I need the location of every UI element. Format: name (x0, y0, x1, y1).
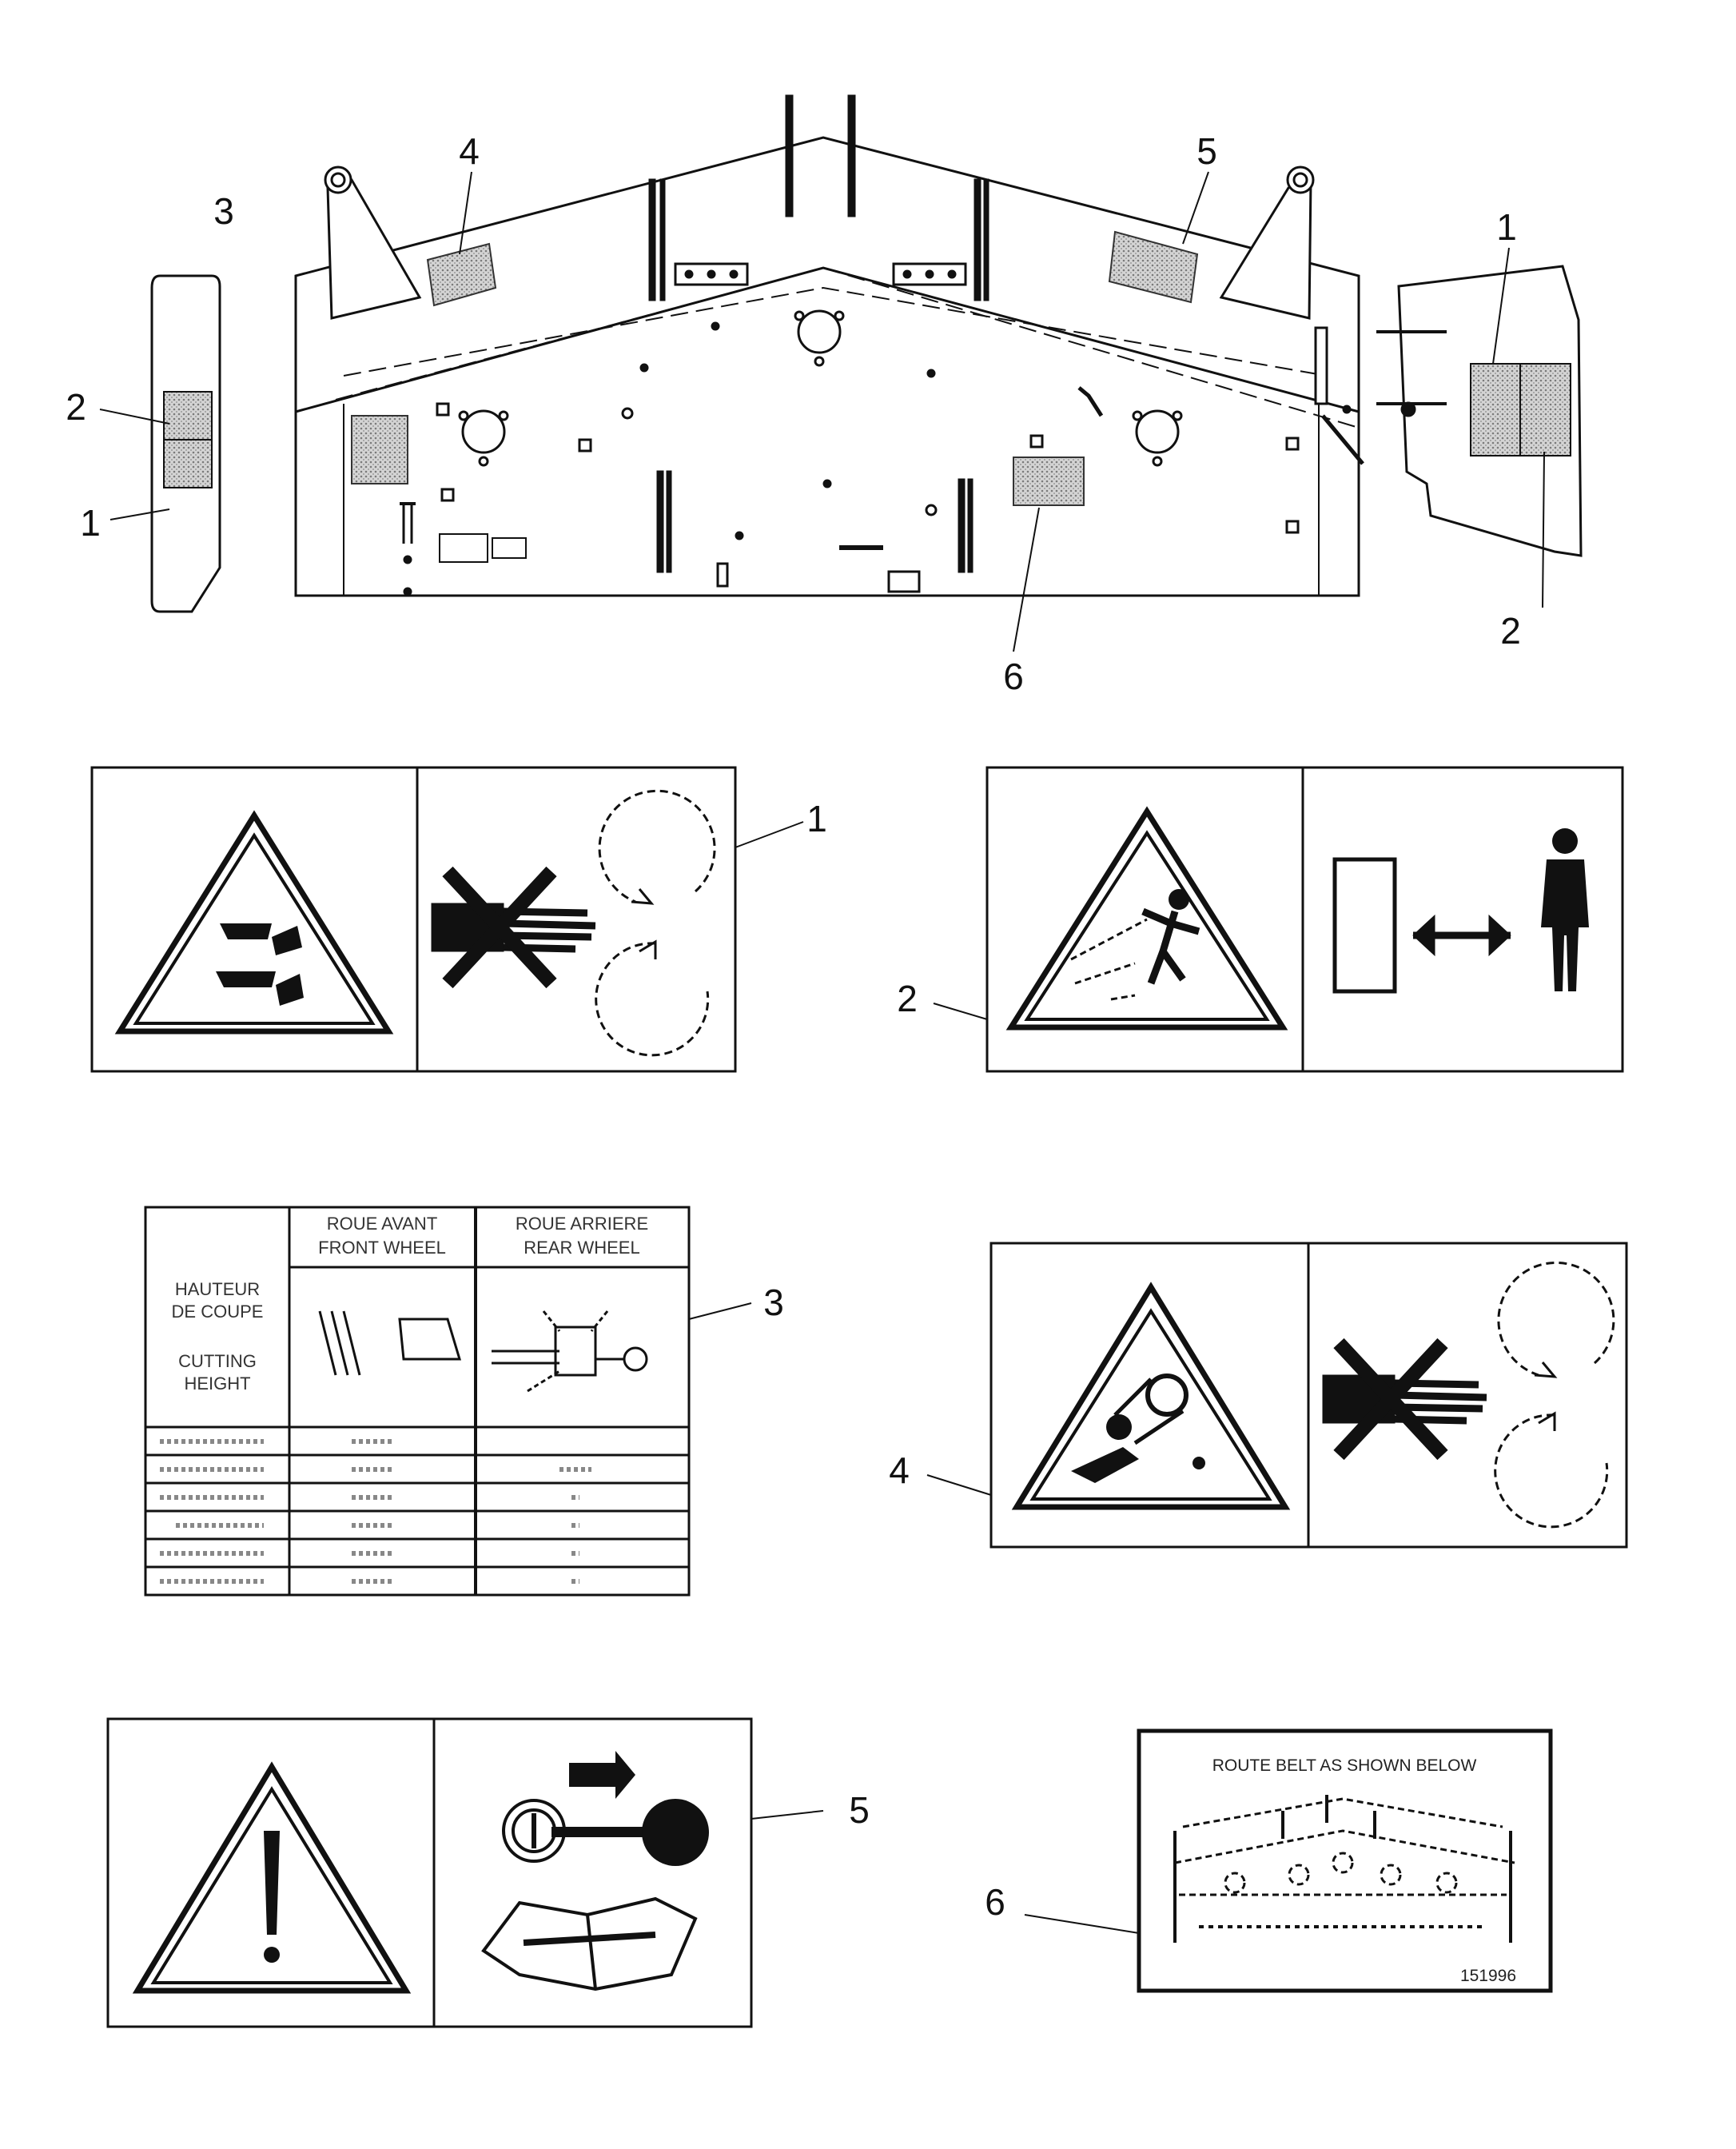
front-wheel-header-fr: ROUE AVANT (327, 1214, 438, 1234)
thrown-object-hazard-icon (1070, 889, 1200, 1001)
mower-deck (294, 94, 1364, 597)
decal-3 (144, 1206, 691, 1597)
rear-wheel-header-en: REAR WHEEL (524, 1238, 639, 1258)
belt-routing-diagram (1174, 1797, 1515, 1896)
callout-5-decal: 5 (849, 1789, 870, 1831)
decal-6 (1137, 1728, 1553, 1993)
decal-3-illegible-rows (160, 1439, 591, 1584)
left-side-guard (150, 274, 221, 613)
callout-2-left: 2 (66, 386, 86, 428)
deck-leader-lines (99, 171, 1545, 652)
cutting-height-label-fr-2: DE COUPE (172, 1302, 264, 1322)
cutting-height-label-en-1: CUTTING (178, 1351, 257, 1371)
decal-3-text: ROUE AVANT FRONT WHEEL ROUE ARRIERE REAR… (172, 1214, 649, 1393)
manual-book-icon (481, 1896, 698, 1992)
exclamation-icon (264, 1831, 280, 1963)
callout-2-decal: 2 (897, 978, 918, 1019)
callout-4-decal: 4 (889, 1449, 910, 1491)
right-side-guard (1376, 265, 1583, 557)
decal-4-location (426, 242, 497, 307)
deck-callout-labels: 4 5 3 1 2 2 1 6 (66, 130, 1521, 697)
cutting-height-label-fr-1: HAUTEUR (175, 1279, 260, 1299)
callout-2-right: 2 (1500, 610, 1521, 652)
front-wheel-header-en: FRONT WHEEL (318, 1238, 446, 1258)
callout-1-right: 1 (1496, 206, 1517, 248)
callout-3-decal: 3 (763, 1282, 784, 1323)
decal-6-location (1013, 457, 1085, 506)
rear-wheel-adjust-icon (492, 1310, 648, 1393)
rear-wheel-header-fr: ROUE ARRIERE (516, 1214, 648, 1234)
callout-4-deck: 4 (459, 130, 480, 172)
callout-6-deck: 6 (1003, 656, 1024, 697)
decal-6-part-number: 151996 (1460, 1967, 1516, 1985)
decal-1 (90, 766, 737, 1073)
remove-key-icon (502, 1751, 709, 1866)
decal-5-location (1108, 230, 1199, 304)
callout-6-decal: 6 (985, 1881, 1005, 1923)
pinch-hazard-icon (216, 923, 304, 1006)
decal-placement-left (351, 415, 408, 484)
decal-4 (989, 1242, 1628, 1549)
callout-5-deck: 5 (1196, 130, 1217, 172)
crossed-hand-icon (1322, 1338, 1487, 1461)
rotating-blades-icon (1494, 1261, 1615, 1529)
front-wheel-adjust-icon (318, 1310, 462, 1376)
cutting-height-label-en-2: HEIGHT (184, 1374, 250, 1393)
belt-routing-caption: ROUTE BELT AS SHOWN BELOW (1212, 1756, 1477, 1775)
callout-1-decal: 1 (806, 798, 827, 839)
decal-2 (985, 766, 1624, 1073)
safe-distance-icon (1332, 828, 1589, 994)
rotating-blades-icon (595, 789, 716, 1057)
crossed-hand-icon (431, 866, 596, 989)
belt-entanglement-icon (1071, 1374, 1205, 1483)
callout-1-left: 1 (80, 502, 101, 544)
deck-decal-placements (351, 230, 1199, 506)
callout-3-deck: 3 (213, 190, 234, 232)
decal-5 (106, 1717, 753, 2028)
